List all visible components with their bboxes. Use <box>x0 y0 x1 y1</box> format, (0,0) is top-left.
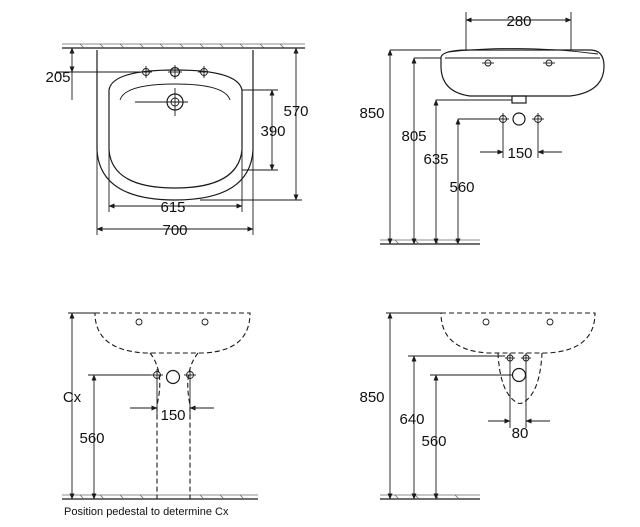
dim-850-side: 850 <box>359 105 384 122</box>
basin-outline-top <box>96 50 254 201</box>
basin-outline-pedestal <box>94 312 251 354</box>
dim-150-pedestal: 150 <box>160 407 185 424</box>
dim-150-side: 150 <box>507 145 532 162</box>
dim-570: 570 <box>283 103 308 120</box>
pedestal-outline <box>149 352 199 499</box>
side-tap-icons <box>482 59 555 67</box>
dim-635: 635 <box>423 151 448 168</box>
tap-hole-icons <box>140 65 210 79</box>
supply-fitting-icons <box>497 112 544 126</box>
dim-390: 390 <box>260 123 285 140</box>
dim-615: 615 <box>160 199 185 216</box>
pedestal-tap-icons <box>135 318 209 326</box>
dim-700: 700 <box>162 222 187 239</box>
dim-280: 280 <box>506 13 531 30</box>
semi-pedestal-view: 850 640 560 80 <box>359 312 596 500</box>
top-view: 205 570 390 615 700 <box>45 43 309 239</box>
semi-pedestal-outline <box>497 352 543 405</box>
dim-560-side: 560 <box>449 179 474 196</box>
bowl-outline-top <box>108 69 243 189</box>
dim-205: 205 <box>45 69 70 86</box>
basin-outline-side <box>440 49 605 97</box>
basin-outline-semi <box>440 312 596 354</box>
semi-tap-icons <box>482 318 554 326</box>
dim-560-pedestal: 560 <box>79 430 104 447</box>
dim-560-semi: 560 <box>421 433 446 450</box>
pedestal-fitting-icons <box>151 369 196 385</box>
dim-640: 640 <box>399 411 424 428</box>
waste-icon <box>135 88 188 116</box>
dim-850-semi: 850 <box>359 389 384 406</box>
position-note: Position pedestal to determine Cx <box>64 506 229 518</box>
dim-cx: Cx <box>63 389 82 406</box>
semi-fitting-icons <box>505 353 531 383</box>
pedestal-view: Cx 560 150 Position pedestal to determin… <box>62 312 258 518</box>
dim-80: 80 <box>512 425 529 442</box>
dim-805: 805 <box>401 128 426 145</box>
side-view: 280 850 805 635 560 150 <box>359 12 605 245</box>
